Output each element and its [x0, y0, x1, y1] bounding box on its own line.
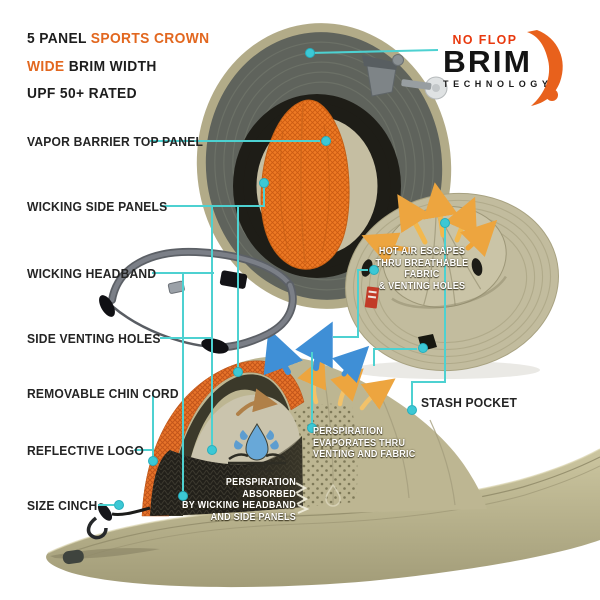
annotation-line: PERSPIRATION — [313, 426, 384, 437]
logo-name: BRIM — [443, 44, 532, 79]
annotation-line: BY WICKING HEADBAND — [182, 500, 296, 511]
venting-perforations — [288, 403, 358, 507]
brand-tag — [364, 286, 380, 309]
logo-tagline: NO FLOP — [452, 32, 518, 47]
dot-headband — [178, 491, 188, 501]
callout-wicking-headband: WICKING HEADBAND — [27, 266, 157, 281]
feature-line-brim: WIDE BRIM WIDTH — [27, 58, 157, 75]
dot-vapor-barrier — [321, 136, 331, 146]
feature-text: BRIM WIDTH — [64, 58, 157, 75]
dot-reflective — [148, 456, 158, 466]
feature-highlight: WIDE — [27, 58, 65, 75]
vent-hole-right — [471, 258, 483, 276]
moisture-chevrons — [295, 482, 310, 514]
circulation-arrow — [236, 388, 278, 416]
leader-headband — [152, 272, 214, 491]
logo-swoosh — [527, 30, 563, 106]
annotation-line: HOT AIR ESCAPES — [378, 246, 466, 257]
faint-droplet — [325, 483, 341, 507]
brand-logo: NO FLOP BRIM TECHNOLOGY — [443, 32, 593, 89]
brim-clip — [62, 549, 84, 565]
annotation-hot-air: HOT AIR ESCAPES THRU BREATHABLE FABRIC &… — [359, 246, 485, 292]
logo-swoosh-dot — [546, 89, 558, 101]
dot-brim-logo — [305, 48, 315, 58]
connector-dots — [114, 48, 450, 510]
callout-size-cinch: SIZE CINCH — [27, 498, 98, 513]
callout-wicking-side-panels: WICKING SIDE PANELS — [27, 199, 168, 214]
hang-clip — [362, 54, 448, 100]
leader-stash — [411, 226, 446, 405]
dot-stash-crown — [440, 218, 450, 228]
evaporation-arrows-icon — [263, 321, 396, 411]
dot-vent-left — [369, 265, 379, 275]
dot-side-panel-mesh — [233, 367, 243, 377]
annotation-line: PERSPIRATION ABSORBED — [225, 477, 296, 500]
leader-vent-link — [333, 269, 368, 338]
feature-highlight: SPORTS CROWN — [90, 30, 210, 47]
feature-line-crown: 5 PANEL SPORTS CROWN — [27, 30, 209, 47]
feature-text: 5 PANEL — [27, 30, 91, 47]
leader-clip-link — [373, 348, 417, 366]
annotation-evaporation: PERSPIRATION EVAPORATES THRU VENTING AND… — [313, 426, 421, 461]
annotation-absorption: PERSPIRATION ABSORBED BY WICKING HEADBAN… — [181, 477, 296, 523]
dot-cord-clip — [418, 343, 428, 353]
callout-vapor-barrier-top-panel: VAPOR BARRIER TOP PANEL — [27, 134, 204, 149]
annotation-line: VENTING AND FABRIC — [313, 449, 416, 460]
callout-side-venting-holes: SIDE VENTING HOLES — [27, 331, 161, 346]
leader-side-panels — [160, 188, 265, 207]
leader-brim-logo — [309, 49, 439, 54]
size-cinch-hardware — [86, 503, 151, 540]
dot-evaporation — [307, 423, 317, 433]
leader-lines — [98, 49, 446, 506]
dot-side-panel-top — [259, 178, 269, 188]
callout-reflective-logo: REFLECTIVE LOGO — [27, 443, 144, 458]
leader-venting — [160, 206, 213, 445]
annotation-line: EVAPORATES THRU — [313, 437, 406, 449]
callout-stash-pocket: STASH POCKET — [421, 395, 518, 410]
annotation-line: THRU BREATHABLE FABRIC — [375, 257, 469, 281]
feature-line-upf: UPF 50+ RATED — [27, 85, 137, 102]
hat-cutaway-view — [46, 321, 600, 588]
annotation-line: & VENTING HOLES — [378, 280, 466, 292]
wide-brim — [46, 449, 600, 588]
dot-stash-label — [407, 405, 417, 415]
dot-cinch — [114, 500, 124, 510]
leader-reflective — [134, 392, 154, 458]
water-droplet-icon — [228, 423, 286, 474]
annotation-line: AND SIDE PANELS — [210, 511, 296, 523]
feature-text: UPF 50+ RATED — [27, 85, 137, 102]
logo-subtitle: TECHNOLOGY — [443, 79, 553, 89]
hot-air-arrows-icon — [361, 182, 498, 265]
dot-venting — [207, 445, 217, 455]
callout-removable-chin-cord: REMOVABLE CHIN CORD — [27, 386, 179, 401]
